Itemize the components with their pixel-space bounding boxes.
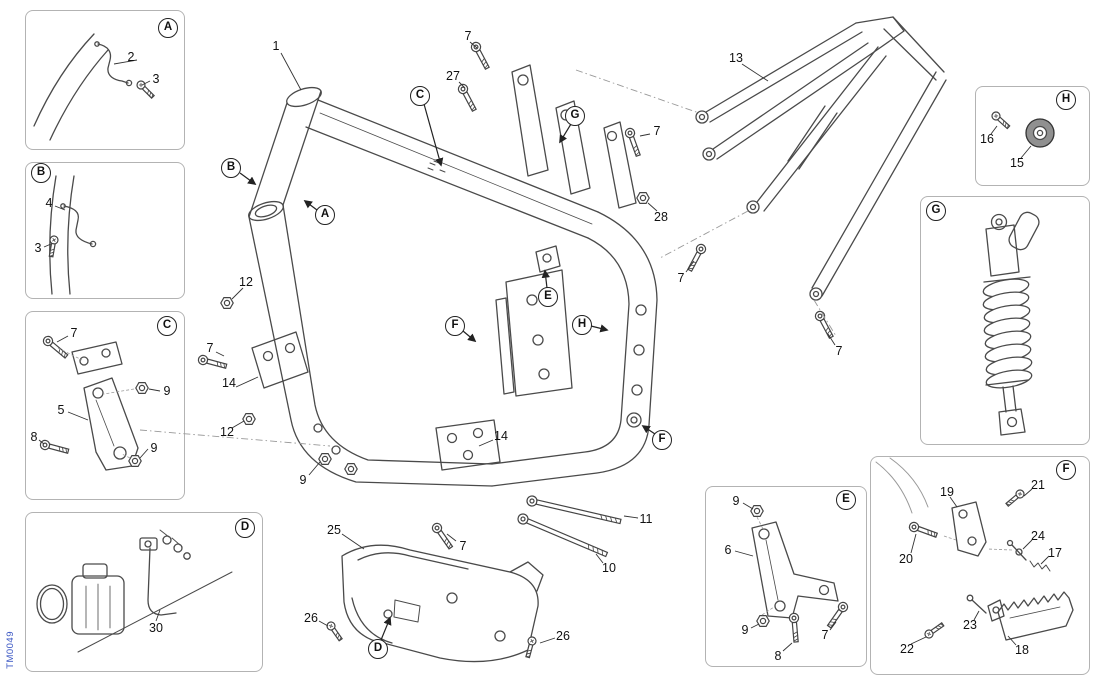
detail-box-h <box>975 86 1090 186</box>
detail-box-label: E <box>836 490 856 510</box>
part-number-callout: 8 <box>30 429 38 444</box>
detail-f-art <box>875 457 1074 641</box>
detail-b-art <box>49 175 97 295</box>
part-number-callout: 24 <box>1031 528 1045 543</box>
part-number-callout: 26 <box>556 628 570 643</box>
view-letter-callout: C <box>410 86 430 106</box>
view-letter-callout: F <box>445 316 465 336</box>
detail-box-a <box>25 10 185 150</box>
detail-box-b <box>25 162 185 299</box>
part-number-callout: 26 <box>304 610 318 625</box>
view-letter-callout: A <box>315 205 335 225</box>
part-number-callout: 18 <box>1015 642 1029 657</box>
drawing-code: TM0049 <box>5 631 16 669</box>
part-number-callout: 21 <box>1031 477 1045 492</box>
part-number-callout: 5 <box>57 402 65 417</box>
part-number-callout: 14 <box>222 375 236 390</box>
part-number-callout: 28 <box>654 209 668 224</box>
detail-box-f <box>870 456 1090 675</box>
part-number-callout: 10 <box>602 560 616 575</box>
view-letter-callout: E <box>538 287 558 307</box>
part-number-callout: 7 <box>459 538 467 553</box>
assembly-hint-lines <box>57 347 1013 616</box>
part-number-callout: 11 <box>639 511 653 526</box>
detail-box-d <box>25 512 263 672</box>
detail-box-label: B <box>31 163 51 183</box>
part-number-callout: 30 <box>149 620 163 635</box>
detail-box-label: F <box>1056 460 1076 480</box>
part-number-callout: 3 <box>152 71 160 86</box>
view-letter-callout: G <box>565 106 585 126</box>
view-letter-callout: D <box>368 639 388 659</box>
part-number-callout: 2 <box>127 49 135 64</box>
part-number-callout: 8 <box>774 648 782 663</box>
part-number-callout: 7 <box>70 325 78 340</box>
detail-d-art <box>36 529 233 653</box>
part-number-callout: 13 <box>729 50 743 65</box>
view-letter-callout: B <box>221 158 241 178</box>
part-number-callout: 27 <box>446 68 460 83</box>
detail-box-label: C <box>157 316 177 336</box>
part-number-callout: 7 <box>464 28 472 43</box>
part-number-callout: 25 <box>327 522 341 537</box>
detail-a-art <box>33 33 133 141</box>
part-number-callout: 23 <box>963 617 977 632</box>
detail-h-art <box>1025 118 1055 148</box>
detail-box-e <box>705 486 867 667</box>
detail-e-art <box>751 521 839 619</box>
shock-absorber-line-art <box>982 211 1040 436</box>
part-number-callout: 14 <box>494 428 508 443</box>
view-letter-callout: H <box>572 315 592 335</box>
detail-box-g <box>920 196 1090 445</box>
leader-lines <box>38 41 1050 652</box>
part-number-callout: 7 <box>653 123 661 138</box>
part-number-callout: 12 <box>220 424 234 439</box>
part-number-callout: 9 <box>163 383 171 398</box>
part-number-callout: 7 <box>206 340 214 355</box>
part-number-callout: 7 <box>821 627 829 642</box>
part-number-callout: 9 <box>150 440 158 455</box>
part-number-callout: 15 <box>1010 155 1024 170</box>
view-letter-callout: F <box>652 430 672 450</box>
part-number-callout: 7 <box>677 270 685 285</box>
alignment-lines <box>139 69 837 447</box>
part-number-callout: 7 <box>835 343 843 358</box>
part-number-callout: 12 <box>239 274 253 289</box>
part-number-callout: 9 <box>741 622 749 637</box>
callout-arrows <box>239 103 656 641</box>
part-number-callout: 20 <box>899 551 913 566</box>
part-number-callout: 16 <box>980 131 994 146</box>
detail-box-label: G <box>926 201 946 221</box>
part-number-callout: 3 <box>34 240 42 255</box>
detail-box-label: A <box>158 18 178 38</box>
detail-box-c <box>25 311 185 500</box>
part-number-callout: 1 <box>272 38 280 53</box>
part-number-callout: 4 <box>45 195 53 210</box>
detail-box-label: D <box>235 518 255 538</box>
subframe-line-art <box>695 16 947 301</box>
detail-box-label: H <box>1056 90 1076 110</box>
part-number-callout: 6 <box>724 542 732 557</box>
part-number-callout: 9 <box>299 472 307 487</box>
part-number-callout: 17 <box>1048 545 1062 560</box>
part-number-callout: 22 <box>900 641 914 656</box>
part-number-callout: 19 <box>940 484 954 499</box>
part-number-callout: 9 <box>732 493 740 508</box>
